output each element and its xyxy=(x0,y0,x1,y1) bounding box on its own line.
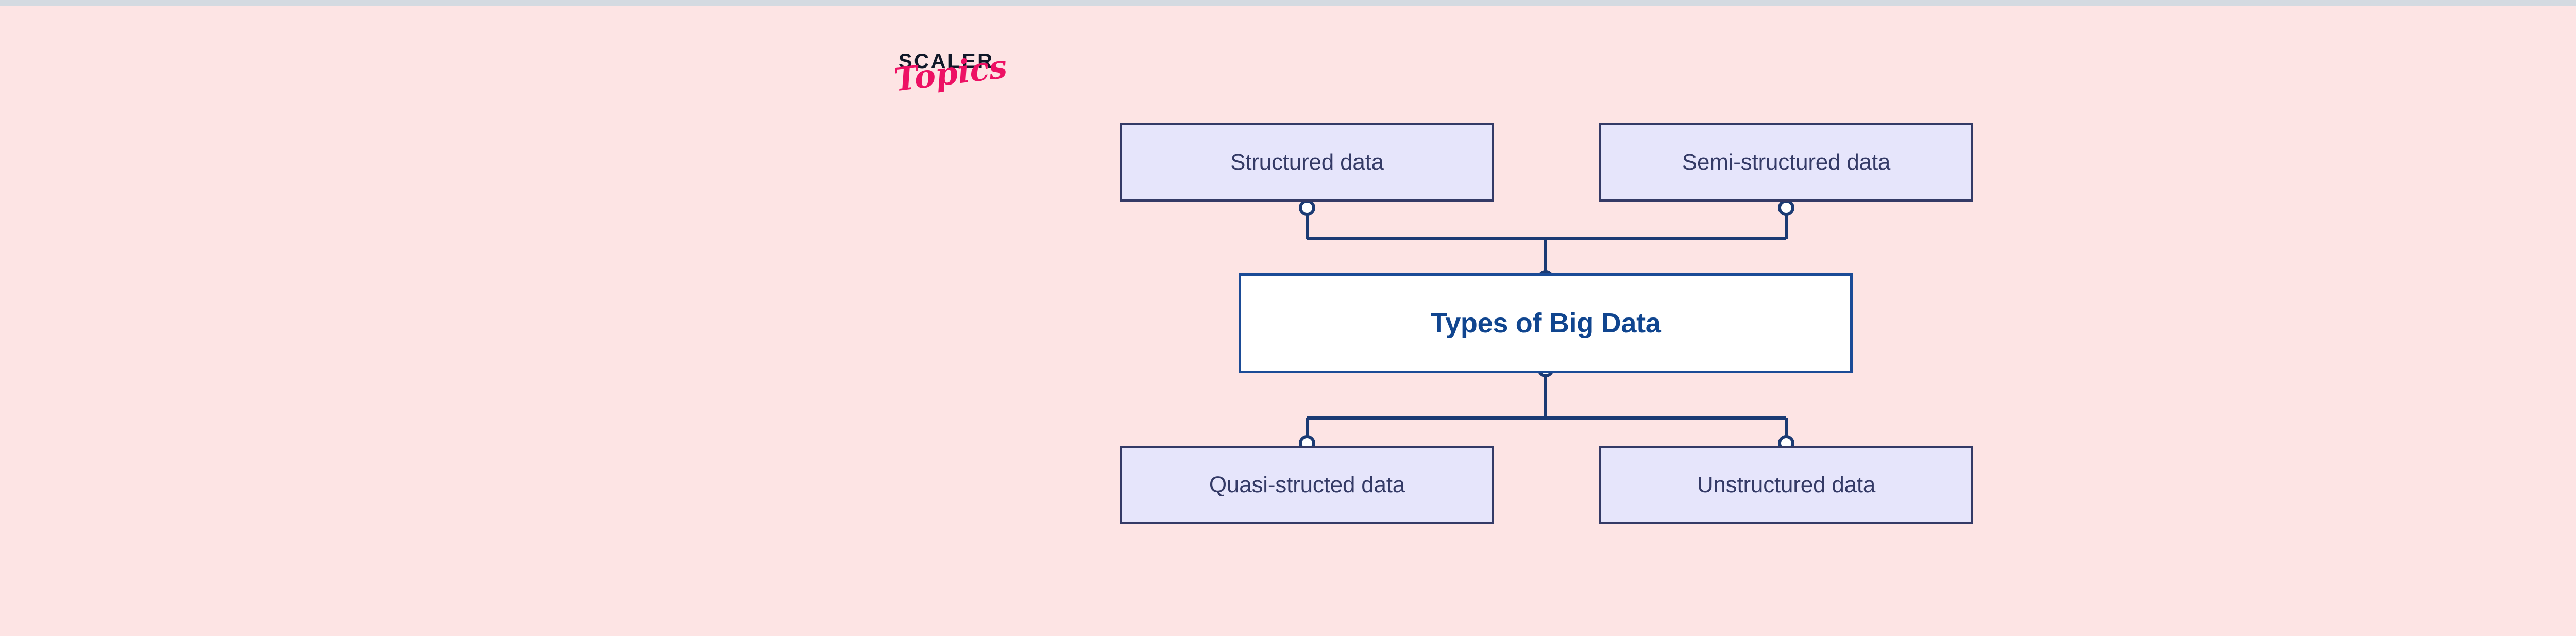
node-semi-structured-data[interactable]: Semi-structured data xyxy=(1599,123,1973,202)
node-unstructured-data[interactable]: Unstructured data xyxy=(1599,446,1973,524)
node-types-of-big-data[interactable]: Types of Big Data xyxy=(1239,273,1853,373)
node-label: Unstructured data xyxy=(1697,472,1876,497)
node-structured-data[interactable]: Structured data xyxy=(1120,123,1494,202)
node-label: Types of Big Data xyxy=(1430,308,1661,339)
big-data-types-diagram: Structured data Semi-structured data Typ… xyxy=(0,6,2576,636)
scaler-topics-logo: SCALER Topics xyxy=(892,47,1047,123)
connector-endpoint-semi-structured xyxy=(1778,199,1794,216)
node-label: Quasi-structed data xyxy=(1209,472,1405,497)
browser-chrome-strip xyxy=(0,0,2576,6)
node-label: Semi-structured data xyxy=(1682,149,1891,175)
logo-wordmark-scaler: SCALER xyxy=(899,50,994,73)
node-label: Structured data xyxy=(1230,149,1384,175)
node-quasi-structed-data[interactable]: Quasi-structed data xyxy=(1120,446,1494,524)
page-canvas: SCALER Topics xyxy=(0,6,2576,636)
connector-endpoint-structured xyxy=(1299,199,1315,216)
